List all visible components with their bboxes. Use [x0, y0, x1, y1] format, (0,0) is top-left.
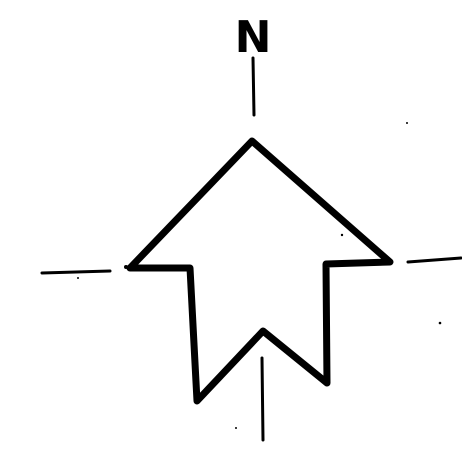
north-arrow-outline [126, 137, 394, 405]
south-tick-line [260, 356, 265, 442]
scan-speck [235, 427, 237, 429]
scan-speck [438, 321, 442, 325]
north-tick-line [251, 56, 256, 117]
east-tick-line [406, 256, 462, 264]
scan-speck [406, 122, 408, 124]
scan-speck [340, 233, 344, 237]
north-label: N [235, 12, 272, 63]
west-tick-line [40, 269, 112, 275]
scan-speck [124, 265, 128, 269]
scan-speck [77, 277, 79, 279]
